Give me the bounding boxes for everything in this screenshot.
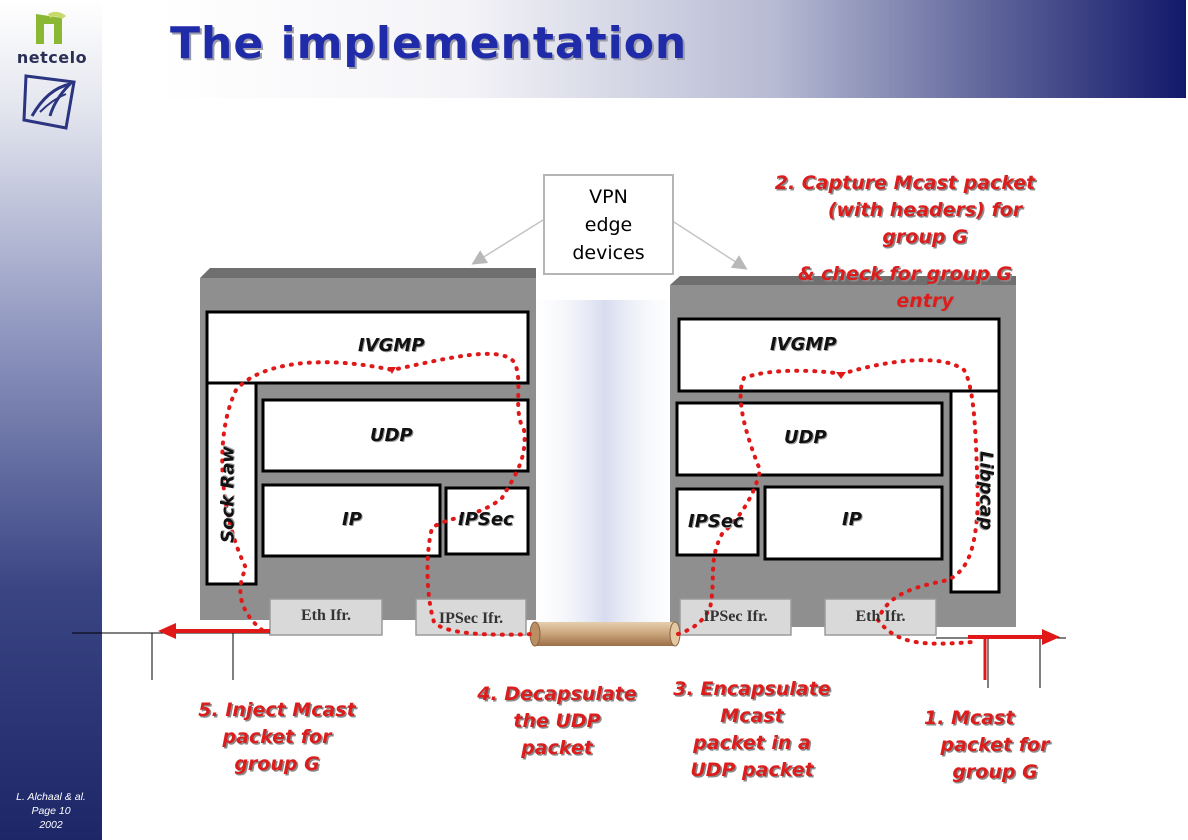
annotation-capture: 2. Capture Mcast packet (with headers) f… [740, 170, 1070, 251]
vpn-edge-devices-box: VPN edge devices [543, 174, 674, 275]
decap-line2: the UDP [513, 710, 601, 732]
slide-footer: L. Alchaal & al. Page 10 2002 [0, 790, 102, 832]
decap-line1: 4. Decapsulate [477, 683, 637, 705]
vpn-line3: devices [572, 241, 645, 264]
title-bar [155, 0, 1186, 98]
annotation-check: & check for group G entry [770, 261, 1040, 315]
right-eth-ifr [824, 598, 937, 636]
capture-line3: group G [882, 226, 968, 248]
vpn-arrow-right [673, 221, 748, 270]
right-ipsec-ifr [679, 598, 792, 636]
right-libpcap-label: Libpcap [975, 450, 997, 531]
right-ipsec-label: IPSec [688, 511, 744, 532]
check-line2: entry [896, 290, 954, 312]
left-udp-label: UDP [370, 425, 413, 446]
mcast-line1: 1. Mcast [924, 707, 1015, 729]
logo-text: netcelo [16, 48, 88, 67]
mcast-line2: packet for [940, 734, 1050, 756]
inject-arrow [158, 623, 270, 639]
capture-line2: (with headers) for [827, 199, 1023, 221]
right-ivgmp-label: IVGMP [770, 334, 837, 355]
left-udp-box [261, 398, 530, 473]
encap-line1: 3. Encapsulate [673, 678, 831, 700]
left-ip-box [261, 483, 442, 558]
bird-emblem-icon [22, 74, 76, 130]
annotation-mcast: 1. Mcast packet for group G [910, 705, 1080, 786]
right-ip-label: IP [842, 509, 862, 530]
udp-tunnel-tube [529, 621, 681, 647]
left-ivgmp-label: IVGMP [358, 335, 425, 356]
left-packet-path [220, 351, 536, 637]
right-udp-box [675, 401, 944, 477]
center-glow [525, 300, 685, 630]
check-line1: & check for group G [797, 263, 1013, 285]
left-eth-ifr-label: Eth Ifr. [300, 607, 352, 624]
logo-mark-icon [36, 11, 66, 44]
right-path-arrowhead [836, 372, 846, 379]
capture-line1: 2. Capture Mcast packet [774, 172, 1036, 194]
left-ipsec-label: IPSec [458, 509, 514, 530]
left-sockraw-label: Sock Raw [217, 446, 239, 543]
vpn-line2: edge [584, 213, 633, 236]
left-ipsec-ifr [415, 598, 527, 636]
footer-year: 2002 [39, 819, 63, 831]
inject-line3: group G [234, 753, 320, 775]
right-ip-box [763, 485, 944, 561]
encap-line3: packet in a [693, 732, 811, 754]
right-device [670, 276, 1016, 636]
footer-author: L. Alchaal & al. [16, 791, 86, 803]
left-path-arrowhead [388, 367, 396, 374]
left-ivgmp-box [205, 310, 530, 385]
right-ivgmp-box [677, 317, 1001, 393]
mcast-line3: group G [952, 761, 1038, 783]
encap-line2: Mcast [720, 705, 784, 727]
left-ipsec-ifr-label: IPSec Ifr. [438, 610, 504, 627]
annotation-inject: 5. Inject Mcast packet for group G [172, 697, 382, 778]
encap-line4: UDP packet [690, 759, 814, 781]
inject-line2: packet for [222, 726, 332, 748]
netcelo-logo: netcelo [8, 10, 96, 130]
left-sockraw-box [205, 381, 258, 586]
right-network-wire [936, 637, 1066, 688]
inject-line1: 5. Inject Mcast [198, 699, 356, 721]
left-eth-ifr [269, 598, 383, 636]
sidebar: netcelo L. Alchaal & al. Page 10 2002 [0, 0, 102, 840]
left-device [200, 268, 536, 636]
right-ipsec-ifr-label: IPSec Ifr. [703, 608, 768, 625]
right-eth-ifr-label: Eth Ifr. [855, 608, 906, 625]
left-ip-label: IP [342, 509, 362, 530]
footer-page: Page 10 [31, 805, 71, 817]
vpn-line1: VPN [589, 185, 628, 208]
incoming-mcast-arrow [968, 629, 1060, 680]
annotation-encapsulate: 3. Encapsulate Mcast packet in a UDP pac… [652, 676, 852, 784]
page-title: The implementation [170, 18, 688, 69]
annotation-decapsulate: 4. Decapsulate the UDP packet [462, 681, 652, 762]
decap-line3: packet [521, 737, 593, 759]
right-packet-path [676, 358, 981, 646]
vpn-arrow-left [471, 219, 544, 265]
right-udp-label: UDP [784, 427, 827, 448]
left-network-wire [72, 632, 270, 680]
